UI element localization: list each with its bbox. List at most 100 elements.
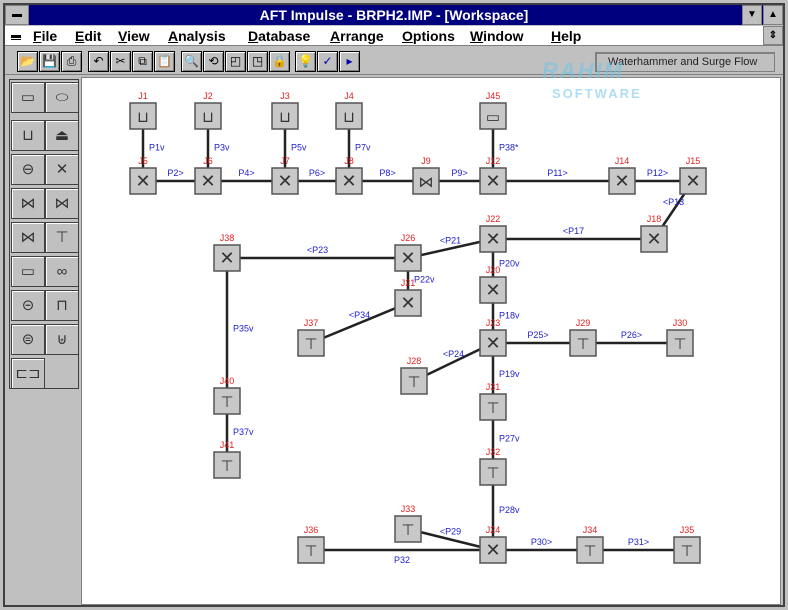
reservoir-junction-j1[interactable] (129, 102, 157, 130)
palette-valve-tool[interactable]: ⋈ (11, 188, 45, 219)
palette-assigned-flow-tool[interactable]: ∞ (45, 256, 79, 287)
copy-button[interactable]: ⧉ (132, 51, 153, 72)
pipe-label: <P13 (663, 197, 684, 207)
document-menu-button[interactable]: ▬ (11, 30, 21, 41)
branch-junction-j20[interactable] (479, 276, 507, 304)
restore-button[interactable]: ⇕ (763, 26, 783, 45)
workspace-canvas[interactable]: RAHIM SOFTWARE ⊔J1⊔J2⊔J3⊔J4▭J45✕J5✕J6✕J7… (81, 58, 781, 605)
open-button[interactable]: 📂 (17, 51, 38, 72)
palette-pipe-tool[interactable]: ⬭ (45, 82, 79, 113)
valve-icon: ⋈ (419, 174, 434, 191)
pipe-label: P28v (499, 505, 520, 515)
flip-right-button[interactable]: ◳ (247, 51, 268, 72)
branch-junction-j23[interactable] (479, 329, 507, 357)
spray-junction-j33[interactable] (394, 515, 422, 543)
branch-junction-j22[interactable] (479, 225, 507, 253)
junction-label: J24 (486, 525, 501, 535)
menu-arrange[interactable]: Arrange (330, 28, 384, 44)
branch-icon: ✕ (485, 333, 500, 353)
palette-reservoir-tool[interactable]: ⊔ (11, 120, 45, 151)
flip-left-button[interactable]: ◰ (225, 51, 246, 72)
palette-liquid-accumulator-tool[interactable]: ⊎ (45, 324, 79, 355)
app-window: ▬ AFT Impulse - BRPH2.IMP - [Workspace] … (3, 3, 785, 607)
palette-annotation-tool[interactable]: ▭ (11, 82, 45, 113)
spray-junction-j29[interactable] (569, 329, 597, 357)
branch-junction-j14[interactable] (608, 167, 636, 195)
branch-junction-j15[interactable] (679, 167, 707, 195)
palette-spray-tool[interactable]: ⊤ (45, 222, 79, 253)
valve-junction-j9[interactable] (412, 167, 440, 195)
junction-label: J37 (304, 318, 319, 328)
reservoir-junction-j2[interactable] (194, 102, 222, 130)
spray-junction-j32[interactable] (479, 458, 507, 486)
title-bar: ▬ AFT Impulse - BRPH2.IMP - [Workspace] … (5, 5, 783, 25)
branch-junction-j18[interactable] (640, 225, 668, 253)
tank-icon: ▭ (486, 109, 500, 126)
pipe-label: P35v (233, 324, 254, 334)
cut-button[interactable]: ✂ (110, 51, 131, 72)
spray-junction-j35[interactable] (673, 536, 701, 564)
undo-button[interactable]: ↶ (88, 51, 109, 72)
branch-junction-j5[interactable] (129, 167, 157, 195)
paste-button[interactable]: 📋 (154, 51, 175, 72)
spray-junction-j30[interactable] (666, 329, 694, 357)
menu-window[interactable]: Window (470, 28, 524, 44)
palette-branch-tool[interactable]: ✕ (45, 154, 79, 185)
palette-dead-end-tool[interactable]: ▭ (11, 256, 45, 287)
palette-check-valve-tool[interactable]: ⋈ (45, 188, 79, 219)
spray-junction-j36[interactable] (297, 536, 325, 564)
branch-junction-j12[interactable] (479, 167, 507, 195)
branch-junction-j38[interactable] (213, 244, 241, 272)
reservoir-icon: ⊔ (202, 109, 214, 126)
branch-icon: ✕ (485, 540, 500, 560)
spray-icon: ⊤ (220, 394, 233, 411)
tank-junction-j45[interactable] (479, 102, 507, 130)
branch-junction-j26[interactable] (394, 244, 422, 272)
save-button[interactable]: 💾 (39, 51, 60, 72)
arrow-right-button[interactable]: ▸ (339, 51, 360, 72)
rotate-button[interactable]: ⟲ (203, 51, 224, 72)
menu-analysis[interactable]: Analysis (168, 28, 226, 44)
spray-junction-j41[interactable] (213, 451, 241, 479)
pipe-label: P8> (379, 168, 395, 178)
palette-area-change-tool[interactable]: ⊓ (45, 290, 79, 321)
minimize-button[interactable]: ▼ (742, 5, 762, 25)
pipe-p34[interactable] (310, 301, 409, 345)
palette-pressure-tank-tool[interactable]: ⊖ (11, 154, 45, 185)
junction-label: J34 (583, 525, 598, 535)
branch-junction-j7[interactable] (271, 167, 299, 195)
menu-options[interactable]: Options (402, 28, 455, 44)
branch-junction-j24[interactable] (479, 536, 507, 564)
pipe-p21[interactable] (407, 237, 494, 260)
spray-junction-j31[interactable] (479, 393, 507, 421)
menu-view[interactable]: View (118, 28, 150, 44)
lightbulb-button[interactable]: 💡 (295, 51, 316, 72)
menu-edit[interactable]: Edit (75, 28, 102, 44)
reservoir-junction-j4[interactable] (335, 102, 363, 130)
pipe-label: <P21 (440, 236, 461, 246)
branch-junction-j8[interactable] (335, 167, 363, 195)
palette-relief-valve-tool[interactable]: ⋈ (11, 222, 45, 253)
spray-junction-j28[interactable] (400, 367, 428, 395)
system-menu-button[interactable]: ▬ (5, 5, 29, 25)
palette-tank-tool[interactable]: ⏏ (45, 120, 79, 151)
print-button[interactable]: ⎙ (61, 51, 82, 72)
spray-junction-j40[interactable] (213, 387, 241, 415)
menu-database[interactable]: Database (248, 28, 311, 44)
lock-button[interactable]: 🔒 (269, 51, 290, 72)
palette-pump-tool[interactable]: ⊝ (11, 290, 45, 321)
palette-orifice-tool[interactable]: ⊏⊐ (11, 358, 45, 389)
branch-junction-j6[interactable] (194, 167, 222, 195)
maximize-button[interactable]: ▲ (763, 5, 783, 25)
spray-junction-j34[interactable] (576, 536, 604, 564)
reservoir-junction-j3[interactable] (271, 102, 299, 130)
pipe-p29[interactable] (407, 527, 494, 552)
pipe-label: P5v (291, 143, 307, 153)
zoom-button[interactable]: 🔍 (181, 51, 202, 72)
menu-file[interactable]: File (33, 28, 58, 44)
palette-surge-tank-tool[interactable]: ⊜ (11, 324, 45, 355)
spray-junction-j37[interactable] (297, 329, 325, 357)
branch-junction-j21[interactable] (394, 289, 422, 317)
menu-help[interactable]: Help (551, 28, 582, 44)
check-button[interactable]: ✓ (317, 51, 338, 72)
